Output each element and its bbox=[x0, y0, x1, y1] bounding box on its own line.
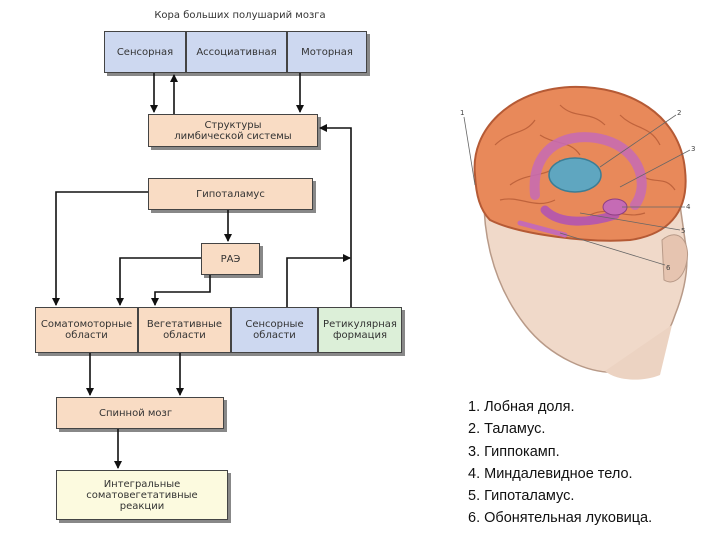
neck bbox=[605, 325, 672, 380]
somatomotor-box: Соматомоторные области bbox=[35, 307, 138, 353]
cortex-associative-box: Ассоциативная bbox=[186, 31, 287, 73]
integral-reactions-box: Интегральные соматовегетативные реакции bbox=[56, 470, 228, 520]
arrow-ras-to-somatomotor bbox=[116, 257, 201, 306]
legend-item: 3. Гиппокамп. bbox=[468, 443, 560, 460]
arrow-hypothalamus-to-somatomotor bbox=[52, 191, 148, 306]
ras-box: РАЭ bbox=[201, 243, 260, 275]
brain-label-6: 6 bbox=[666, 264, 671, 272]
legend-item: 1. Лобная доля. bbox=[468, 399, 575, 415]
thalamus bbox=[548, 157, 602, 193]
ear bbox=[661, 234, 688, 283]
legend-item: 6. Обонятельная луковица. bbox=[468, 510, 653, 527]
legend-item: 5. Гипоталамус. bbox=[468, 488, 575, 505]
brain-label-4: 4 bbox=[686, 203, 691, 211]
legend-item: 2. Таламус. bbox=[468, 421, 546, 438]
brain-label-2: 2 bbox=[677, 109, 681, 117]
hypothalamus-box: Гипоталамус bbox=[148, 178, 313, 210]
diagram-title: Кора больших полушарий мозга bbox=[154, 10, 326, 21]
olfactory-bulb bbox=[517, 220, 568, 238]
brain-illustration: 1 2 3 4 5 6 bbox=[460, 85, 695, 380]
limbic-system-box: Структуры лимбической системы bbox=[148, 114, 318, 147]
vegetative-box: Вегетативные области bbox=[138, 307, 231, 353]
legend: 1. Лобная доля. 2. Таламус. 3. Гиппокамп… bbox=[468, 396, 652, 530]
hippocampus bbox=[540, 205, 620, 226]
spinal-cord-box: Спинной мозг bbox=[56, 397, 224, 429]
brain-label-1: 1 bbox=[460, 109, 464, 117]
arrow-reticular-to-limbic bbox=[319, 124, 352, 307]
cortex-sensory-box: Сенсорная bbox=[104, 31, 186, 73]
reticular-formation-box: Ретикулярная формация bbox=[318, 307, 402, 353]
brain-label-5: 5 bbox=[681, 227, 685, 235]
arrow-sensory-areas-to-reticular bbox=[286, 254, 351, 307]
cortex-motor-box: Моторная bbox=[287, 31, 367, 73]
arrow-ras-to-vegetative bbox=[151, 275, 211, 306]
sensory-areas-box: Сенсорные области bbox=[231, 307, 318, 353]
limbic-arc bbox=[529, 132, 647, 210]
brain-label-3: 3 bbox=[691, 145, 695, 153]
legend-item: 4. Миндалевидное тело. bbox=[468, 465, 633, 482]
